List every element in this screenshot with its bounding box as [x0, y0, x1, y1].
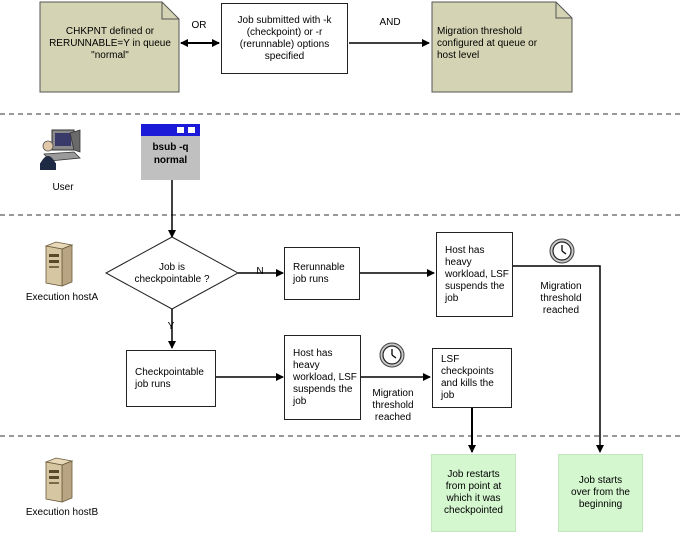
note-right-text: Migration threshold configured at queue … — [437, 26, 538, 61]
job-restarts-box: Job restarts from point at which it was … — [431, 454, 516, 532]
checkpointable-job-box: Checkpointable job runs — [126, 350, 216, 407]
job-submitted-box: Job submitted with -k (checkpoint) or -r… — [221, 3, 348, 74]
y-label: Y — [167, 321, 175, 332]
clock-icon — [549, 238, 575, 264]
clock-icon — [379, 342, 405, 368]
note-left-text: CHKPNT defined or RERUNNABLE=Y in queue … — [49, 26, 171, 61]
lsf-checkpoints-box: LSF checkpoints and kills the job — [432, 348, 512, 408]
note-left-shape — [39, 1, 180, 93]
bsub-window-body — [141, 136, 200, 180]
execution-hostb-label: Execution hostB — [25, 507, 99, 518]
server-icon — [44, 241, 74, 287]
note-right-shape — [431, 1, 573, 93]
server-icon — [44, 457, 74, 503]
bsub-command-line2: normal — [153, 155, 188, 166]
decision-text: Job is checkpointable ? — [134, 262, 210, 285]
n-label: N — [256, 266, 264, 277]
migration-threshold-label-a: Migration threshold reached — [540, 281, 582, 316]
user-computer-icon — [40, 129, 81, 170]
execution-hosta-label: Execution hostA — [25, 292, 99, 303]
migration-threshold-label-b: Migration threshold reached — [372, 388, 414, 423]
bsub-window-titlebar — [141, 124, 200, 136]
heavy-workload-box-a: Host has heavy workload, LSF suspends th… — [436, 232, 513, 317]
or-label: OR — [191, 20, 207, 31]
rerunnable-job-box: Rerunnable job runs — [284, 247, 360, 300]
bsub-command-line1: bsub -q — [152, 142, 189, 153]
heavy-workload-box-b: Host has heavy workload, LSF suspends th… — [284, 335, 361, 420]
user-label: User — [52, 182, 74, 193]
job-starts-over-box: Job starts over from the beginning — [558, 454, 643, 532]
and-label: AND — [379, 17, 401, 28]
